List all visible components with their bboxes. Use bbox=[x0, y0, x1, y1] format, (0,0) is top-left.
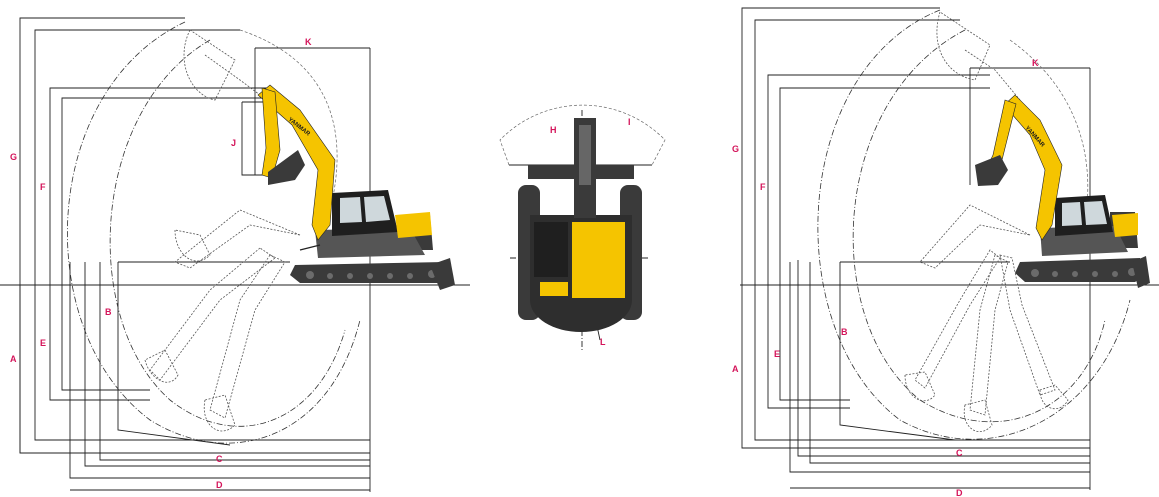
label-e-left: E bbox=[40, 338, 46, 348]
left-side-view: YANMAR G F A E B C D K J bbox=[0, 17, 470, 492]
label-k-left: K bbox=[305, 37, 312, 47]
cab-top bbox=[534, 222, 568, 277]
label-f-right: F bbox=[760, 182, 766, 192]
dim-g-line bbox=[19, 17, 370, 454]
label-j-left: J bbox=[231, 138, 236, 148]
label-e-right: E bbox=[774, 349, 780, 359]
label-h: H bbox=[550, 125, 557, 135]
label-c-left: C bbox=[216, 454, 223, 464]
label-l: L bbox=[600, 337, 606, 347]
label-g-right: G bbox=[732, 144, 739, 154]
label-b-right: B bbox=[841, 327, 848, 337]
label-i: I bbox=[628, 117, 631, 127]
bucket-right bbox=[975, 155, 1008, 186]
label-a-right: A bbox=[732, 364, 739, 374]
label-f-left: F bbox=[40, 182, 46, 192]
track-left bbox=[290, 262, 452, 283]
dimension-lines-right bbox=[741, 7, 1091, 490]
boom-right bbox=[1003, 94, 1063, 241]
dimension-lines-left bbox=[19, 17, 371, 492]
right-side-view: YANMAR G F A E B C D K bbox=[732, 7, 1159, 497]
label-b-left: B bbox=[105, 307, 112, 317]
ghost-arm-positions-left bbox=[144, 29, 301, 432]
reach-arcs-left bbox=[67, 21, 361, 444]
label-d-left: D bbox=[216, 480, 223, 490]
engine-cover-top bbox=[572, 222, 625, 298]
bucket-left bbox=[268, 150, 305, 185]
label-k-right: K bbox=[1032, 58, 1039, 68]
label-g-left: G bbox=[10, 152, 17, 162]
ghost-arm-positions-right bbox=[904, 11, 1069, 432]
excavator-side-right: YANMAR bbox=[975, 94, 1150, 288]
excavator-side-left: YANMAR bbox=[257, 84, 455, 290]
label-d-right: D bbox=[956, 488, 963, 497]
label-c-right: C bbox=[956, 448, 963, 458]
label-a-left: A bbox=[10, 354, 17, 364]
reach-arcs-right bbox=[817, 9, 1131, 440]
top-view: H I L bbox=[499, 104, 666, 350]
